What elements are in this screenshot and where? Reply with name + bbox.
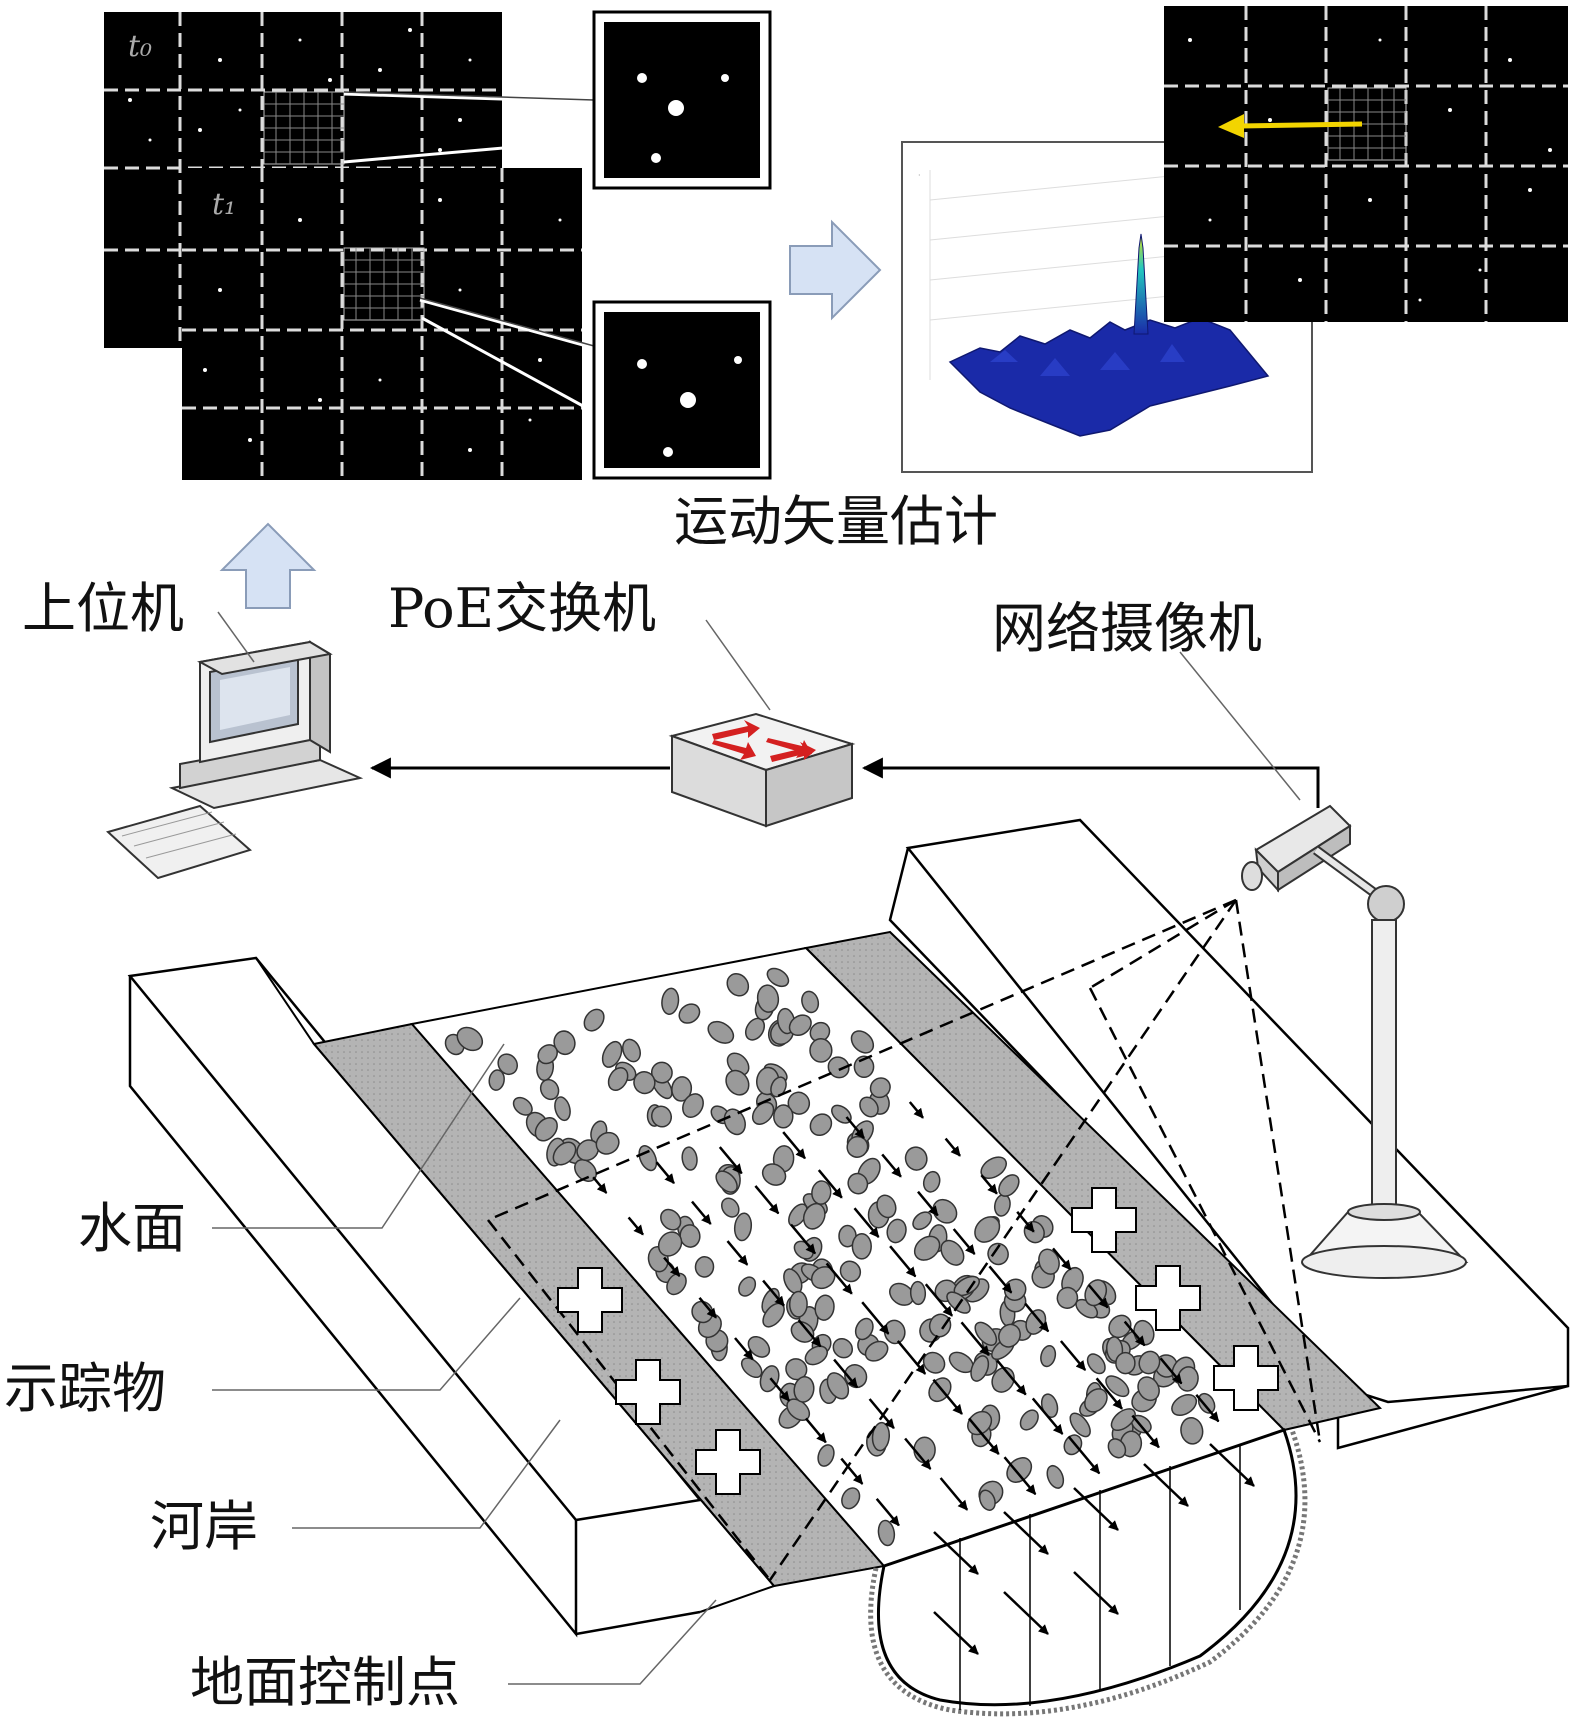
tracer-particle	[910, 1281, 926, 1305]
tracer-particle	[789, 1291, 807, 1317]
water-surface-label: 水面	[78, 1202, 186, 1256]
step-arrow-right	[790, 222, 880, 318]
motion-vector-estimation-label: 运动矢量估计	[674, 495, 998, 549]
t0-label: t₀	[128, 29, 152, 64]
host-computer-label: 上位机	[22, 582, 184, 636]
computer-icon	[108, 642, 360, 878]
tracer-particle	[852, 1234, 871, 1259]
tracer-particle	[1116, 1353, 1135, 1374]
switch-icon	[672, 714, 852, 826]
network-camera-label: 网络摄像机	[992, 602, 1262, 656]
tracer-label: 示踪物	[4, 1362, 166, 1416]
ground-control-point-label: 地面控制点	[190, 1656, 460, 1710]
zoom-panel-t0	[594, 12, 770, 188]
step-arrow-up	[222, 524, 314, 608]
tracer-particle	[810, 1039, 832, 1063]
frame-t1: t₁	[182, 168, 582, 480]
result-frame	[1164, 6, 1568, 322]
tracer-particle	[914, 1437, 935, 1462]
t1-label: t₁	[212, 187, 236, 222]
tracer-particle	[773, 1105, 793, 1128]
river-bank-label: 河岸	[150, 1500, 258, 1554]
svg-text:·: ·	[918, 171, 921, 180]
poe-switch-label: PoE交换机	[388, 582, 656, 636]
zoom-panel-t1	[594, 302, 770, 478]
